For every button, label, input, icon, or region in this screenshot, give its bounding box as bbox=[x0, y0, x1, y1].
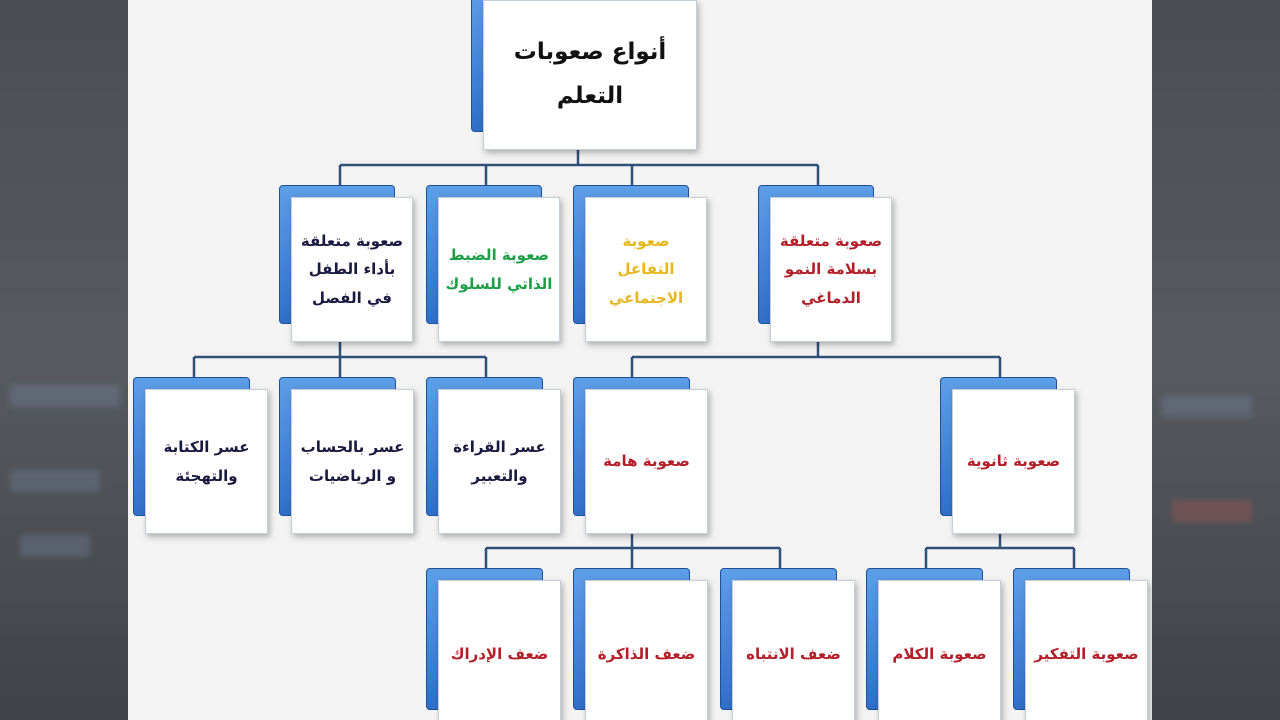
left-background-frame bbox=[0, 0, 128, 720]
level3-label-attention: ضعف الانتباه bbox=[732, 580, 855, 720]
level3-node-thinking: صعوبة التفكير bbox=[1013, 568, 1148, 720]
level1-label-classroom: صعوبة متعلقة بأداء الطفل في الفصل bbox=[291, 197, 413, 342]
level3-node-speech: صعوبة الكلام bbox=[866, 568, 1001, 720]
diagram-canvas: أنواع صعوبات التعلم صعوبة متعلقة بأداء ا… bbox=[128, 0, 1152, 720]
level2-label-math: عسر بالحساب و الرياضيات bbox=[291, 389, 414, 534]
right-background-frame bbox=[1152, 0, 1280, 720]
level2-node-reading: عسر القراءة والتعبير bbox=[426, 377, 561, 534]
level1-node-social: صعوبة التفاعل الاجتماعي bbox=[573, 185, 707, 342]
level2-label-writing: عسر الكتابة والتهجئة bbox=[145, 389, 268, 534]
root-label: أنواع صعوبات التعلم bbox=[483, 0, 697, 150]
level3-label-perception: ضعف الإدراك bbox=[438, 580, 561, 720]
level2-label-secondary: صعوبة ثانوية bbox=[952, 389, 1075, 534]
level3-node-perception: ضعف الإدراك bbox=[426, 568, 561, 720]
level3-label-speech: صعوبة الكلام bbox=[878, 580, 1001, 720]
level3-node-memory: ضعف الذاكرة bbox=[573, 568, 708, 720]
connector-secondary bbox=[924, 530, 1076, 568]
level1-label-social: صعوبة التفاعل الاجتماعي bbox=[585, 197, 707, 342]
level1-label-self-control: صعوبة الضبط الذاتي للسلوك bbox=[438, 197, 560, 342]
connector-important bbox=[484, 530, 782, 568]
root-node: أنواع صعوبات التعلم bbox=[471, 0, 697, 150]
level2-node-writing: عسر الكتابة والتهجئة bbox=[133, 377, 268, 534]
level2-node-important: صعوبة هامة bbox=[573, 377, 708, 534]
level3-node-attention: ضعف الانتباه bbox=[720, 568, 855, 720]
level1-node-brain: صعوبة متعلقة بسلامة النمو الدماغي bbox=[758, 185, 892, 342]
connector-lines bbox=[192, 150, 1076, 568]
level3-label-memory: ضعف الذاكرة bbox=[585, 580, 708, 720]
level1-label-brain: صعوبة متعلقة بسلامة النمو الدماغي bbox=[770, 197, 892, 342]
level1-node-classroom: صعوبة متعلقة بأداء الطفل في الفصل bbox=[279, 185, 413, 342]
level2-node-secondary: صعوبة ثانوية bbox=[940, 377, 1075, 534]
level2-label-important: صعوبة هامة bbox=[585, 389, 708, 534]
connector-level1-left bbox=[192, 340, 488, 377]
level2-node-math: عسر بالحساب و الرياضيات bbox=[279, 377, 414, 534]
level3-label-thinking: صعوبة التفكير bbox=[1025, 580, 1148, 720]
level2-label-reading: عسر القراءة والتعبير bbox=[438, 389, 561, 534]
connector-root bbox=[338, 150, 820, 185]
connector-level1-right bbox=[630, 340, 1002, 377]
level1-node-self-control: صعوبة الضبط الذاتي للسلوك bbox=[426, 185, 560, 342]
